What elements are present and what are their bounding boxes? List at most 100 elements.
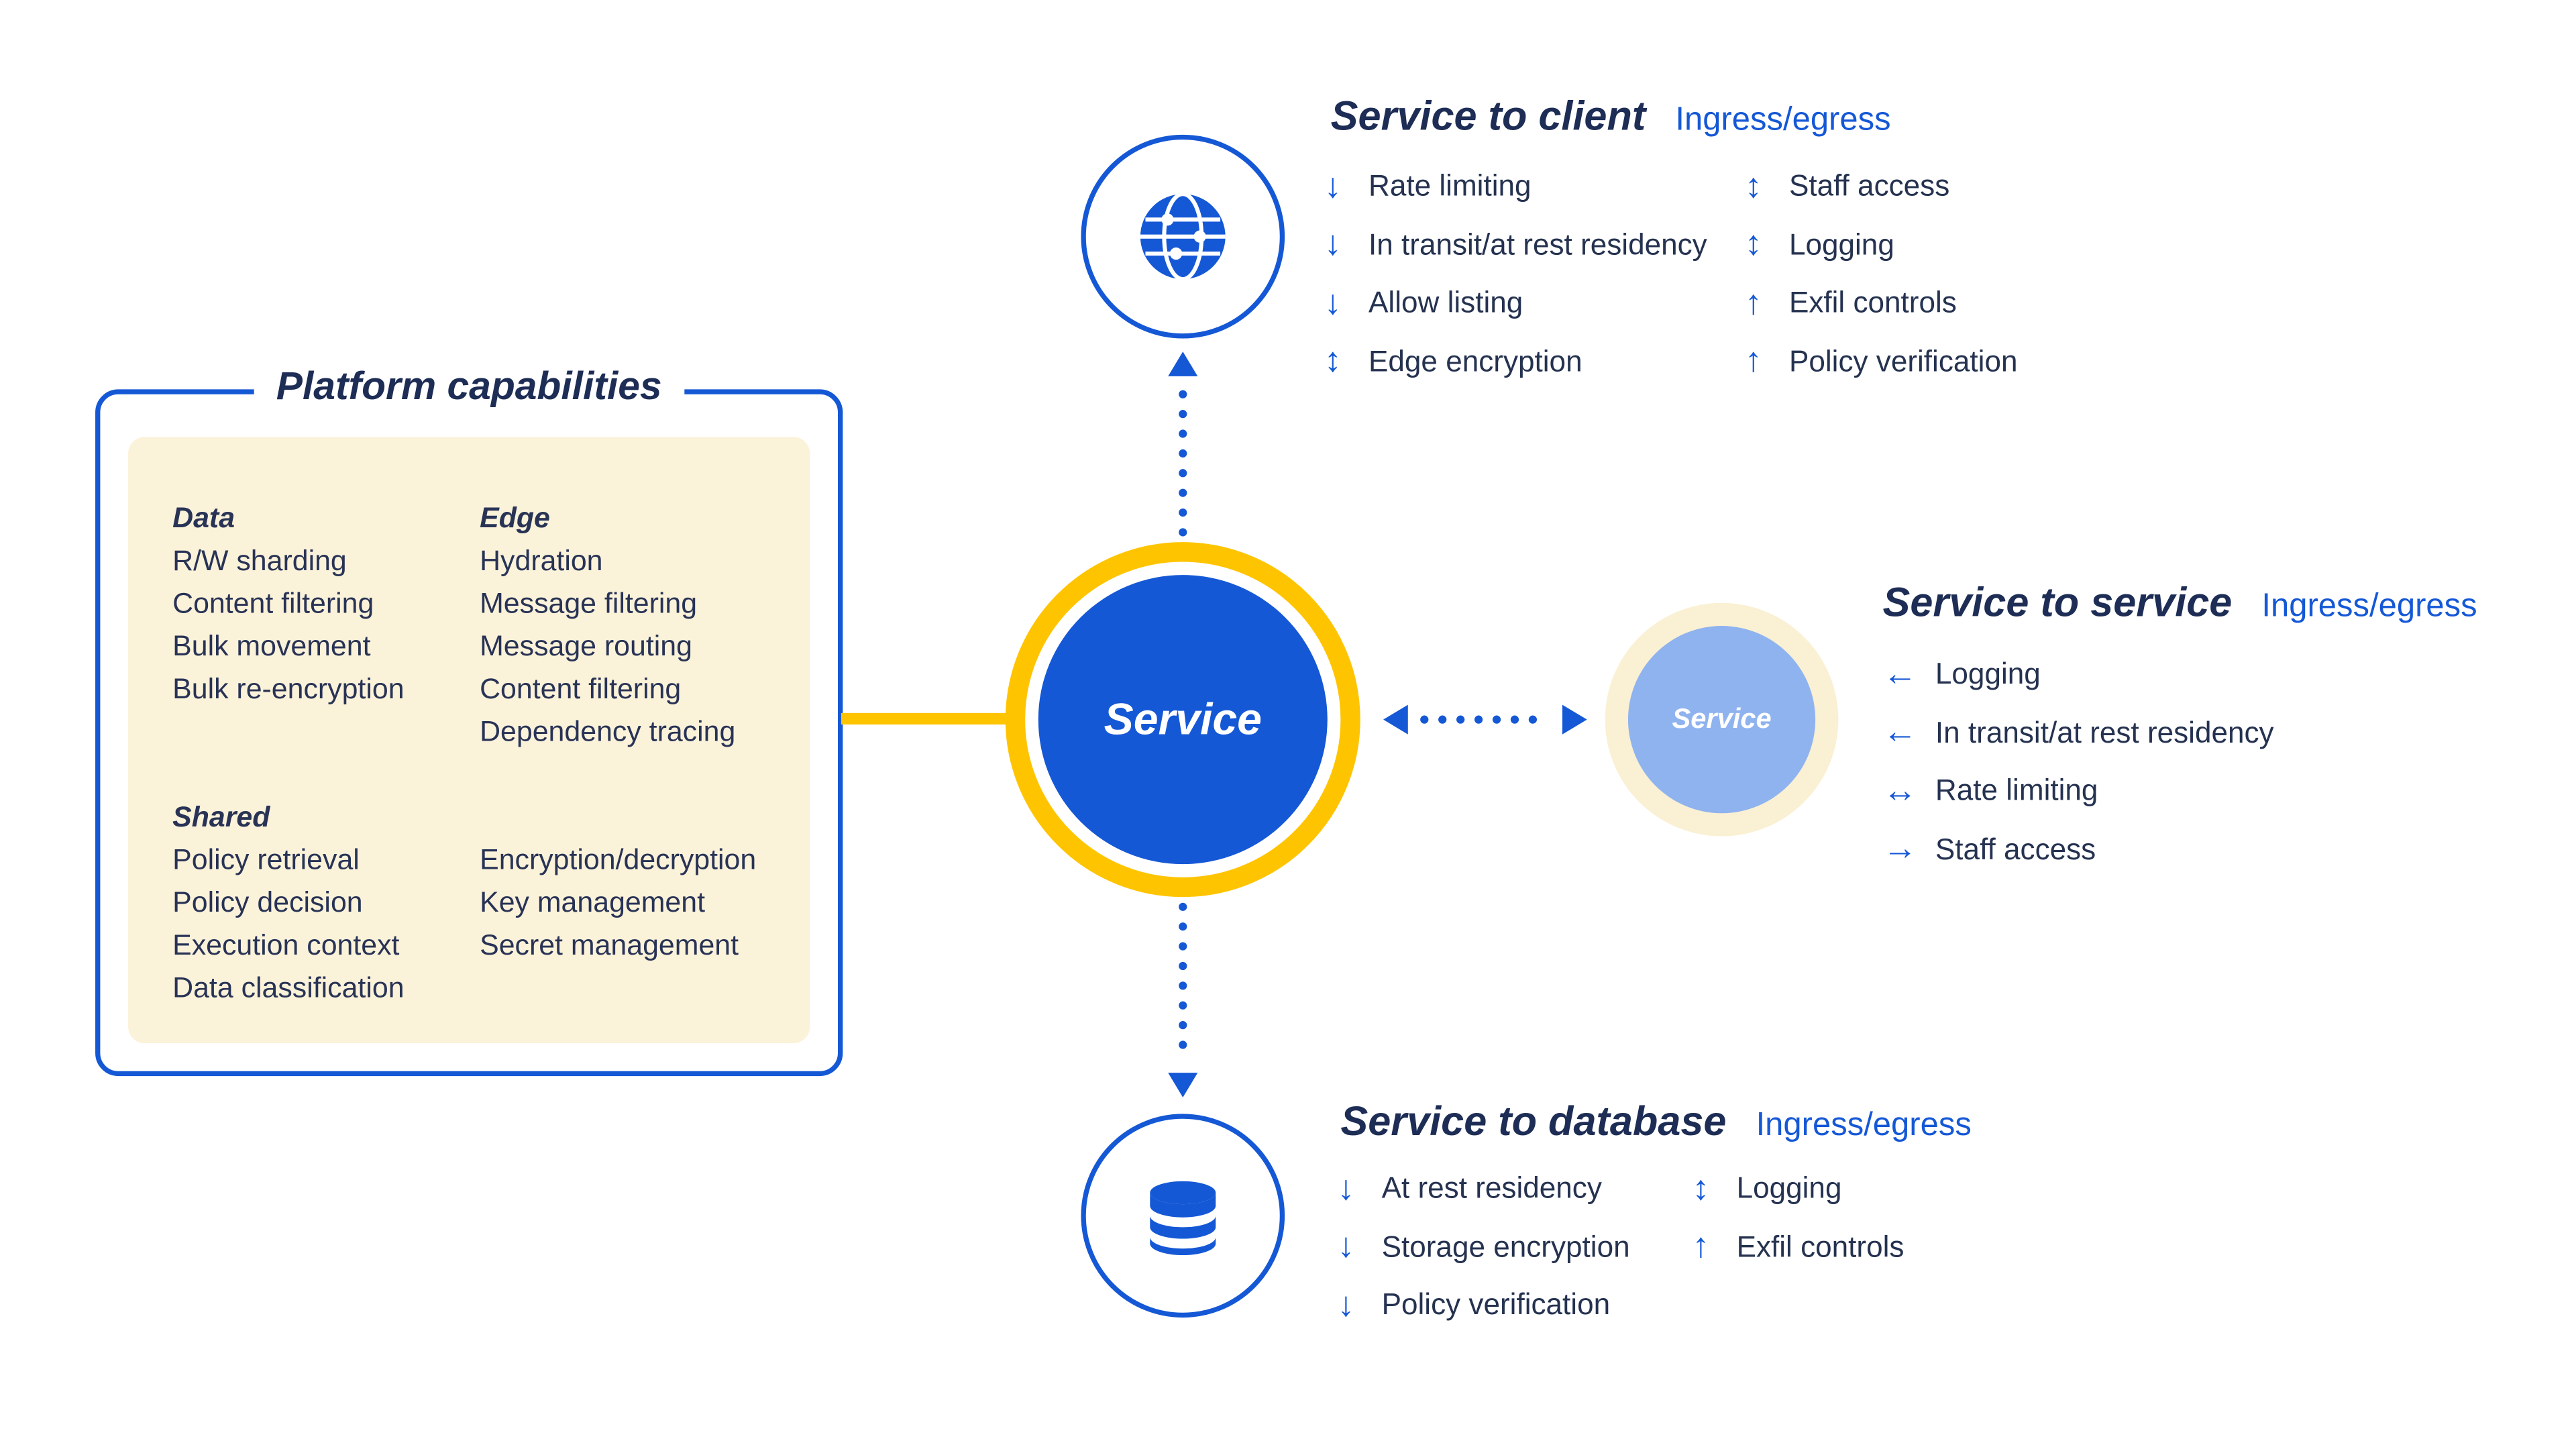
capability-item: Bulk movement [172,629,371,662]
peer-service-circle: Service [1627,626,1816,814]
platform-to-service-connector [841,712,1011,725]
arrow-updown-icon: ↕ [1692,1169,1710,1208]
list-item-label: Logging [1935,657,2041,691]
platform-capabilities-title: Platform capabilities [253,364,685,411]
arrow-updown-icon: ↕ [1744,167,1762,205]
list-item: ← In transit/at rest residency [1883,704,2274,762]
arrow-leftright-icon: ↔ [1882,771,1917,810]
arrow-down-icon: ↓ [1337,1228,1355,1266]
platform-capabilities-box: Platform capabilities Data R/W sharding … [95,364,843,1077]
service-controls-column: ← Logging ← In transit/at rest residency… [1883,645,2274,879]
section-subtitle: Ingress/egress [1675,101,1891,138]
globe-icon [1140,192,1226,282]
capability-item: R/W sharding [172,543,347,577]
arrow-up-icon: ↑ [1744,284,1762,322]
list-item: ↓ At rest residency [1337,1160,1629,1218]
peer-service-label: Service [1672,703,1772,735]
database-controls-column-1: ↓ At rest residency ↓ Storage encryption… [1337,1160,1629,1335]
arrow-up-icon: ↑ [1692,1228,1710,1266]
capability-item: Data classification [172,971,405,1004]
arrow-left-icon: ← [1882,713,1917,751]
section-subtitle: Ingress/egress [2261,588,2477,625]
list-item: ↑ Exfil controls [1692,1218,1904,1277]
list-item: ↕ Edge encryption [1324,333,1707,391]
list-item-label: Policy verification [1381,1288,1611,1322]
section-service-to-database: Service to database Ingress/egress [1340,1099,1971,1146]
client-controls-column-2: ↕ Staff access ↕ Logging ↑ Exfil control… [1745,158,2018,391]
list-item-label: Exfil controls [1788,286,1957,319]
arrow-left-icon: ← [1882,655,1917,693]
arrow-updown-icon: ↕ [1324,342,1342,380]
database-controls-column-2: ↕ Logging ↑ Exfil controls [1692,1160,1904,1277]
list-item-label: Staff access [1788,169,1950,203]
list-item-label: Staff access [1935,833,2096,866]
section-service-to-client: Service to client Ingress/egress [1331,94,1891,142]
list-item-label: Logging [1788,227,1894,261]
list-item: ↓ Storage encryption [1337,1218,1629,1277]
list-item: ↓ Allow listing [1324,274,1707,333]
database-node [1081,1114,1285,1318]
capabilities-column-left: Data R/W sharding Content filtering Bulk… [172,496,476,1009]
section-title: Service to client [1330,93,1646,140]
client-controls-column-1: ↓ Rate limiting ↓ In transit/at rest res… [1324,158,1707,391]
capability-item: Policy retrieval [172,843,360,876]
capability-item: Content filtering [480,672,682,705]
arrow-right-icon: → [1882,830,1917,868]
list-item-label: Allow listing [1368,286,1523,319]
capability-item: Dependency tracing [480,714,736,748]
list-item-label: Policy verification [1788,344,2018,378]
arrow-down-icon: ↓ [1324,167,1342,205]
list-item: ↑ Exfil controls [1745,274,2018,333]
peer-service-node: Service [1605,602,1839,837]
connector-service-to-service [1383,704,1587,735]
center-service-node: Service [1005,542,1360,898]
list-item: ↕ Staff access [1745,158,2018,216]
capability-item: Encryption/decryption [480,843,757,876]
section-title: Service to database [1340,1099,1727,1145]
list-item-label: At rest residency [1381,1171,1602,1205]
list-item: ↓ Policy verification [1337,1277,1629,1335]
arrow-down-icon: ↓ [1337,1169,1355,1208]
platform-capabilities-panel: Data R/W sharding Content filtering Bulk… [128,437,810,1044]
arrow-down-icon: ↓ [1324,284,1342,322]
list-item-label: Rate limiting [1368,169,1532,203]
list-item-label: In transit/at rest residency [1368,227,1707,261]
capability-item: Key management [480,885,706,918]
list-item: → Staff access [1883,820,2274,879]
capability-group-header: Data [172,500,235,534]
center-service-circle: Service [1038,575,1328,865]
capabilities-column-right: Edge Hydration Message filtering Message… [480,496,816,966]
connector-service-to-database [1168,902,1198,1097]
capability-item: Execution context [172,928,400,961]
list-item: ↕ Logging [1692,1160,1904,1218]
capability-group-header: Edge [480,500,550,534]
list-item: ↓ Rate limiting [1324,158,1707,216]
capability-item: Secret management [480,928,739,961]
arrow-updown-icon: ↕ [1744,225,1762,264]
center-service-label: Service [1104,694,1262,744]
section-subtitle: Ingress/egress [1756,1107,1972,1144]
database-icon [1150,1181,1216,1256]
capability-item: Message routing [480,629,692,662]
capability-group-header: Shared [172,800,270,833]
arrow-up-icon: ↑ [1744,342,1762,380]
list-item: ← Logging [1883,645,2274,704]
list-item-label: Exfil controls [1736,1230,1904,1263]
capability-item: Policy decision [172,885,363,918]
arrow-down-icon: ↓ [1337,1285,1355,1324]
list-item-label: Edge encryption [1368,344,1582,378]
list-item-label: Logging [1736,1171,1842,1205]
capability-item: Content filtering [172,586,374,620]
arrow-down-icon: ↓ [1324,225,1342,264]
list-item-label: Storage encryption [1381,1230,1630,1263]
list-item: ↕ Logging [1745,216,2018,274]
capability-item: Bulk re-encryption [172,672,405,705]
list-item: ↑ Policy verification [1745,333,2018,391]
capability-item: Hydration [480,543,603,577]
list-item: ↓ In transit/at rest residency [1324,216,1707,274]
client-node [1081,134,1285,339]
list-item-label: Rate limiting [1935,774,2098,808]
section-service-to-service: Service to service Ingress/egress [1883,580,2477,627]
list-item-label: In transit/at rest residency [1935,716,2274,749]
